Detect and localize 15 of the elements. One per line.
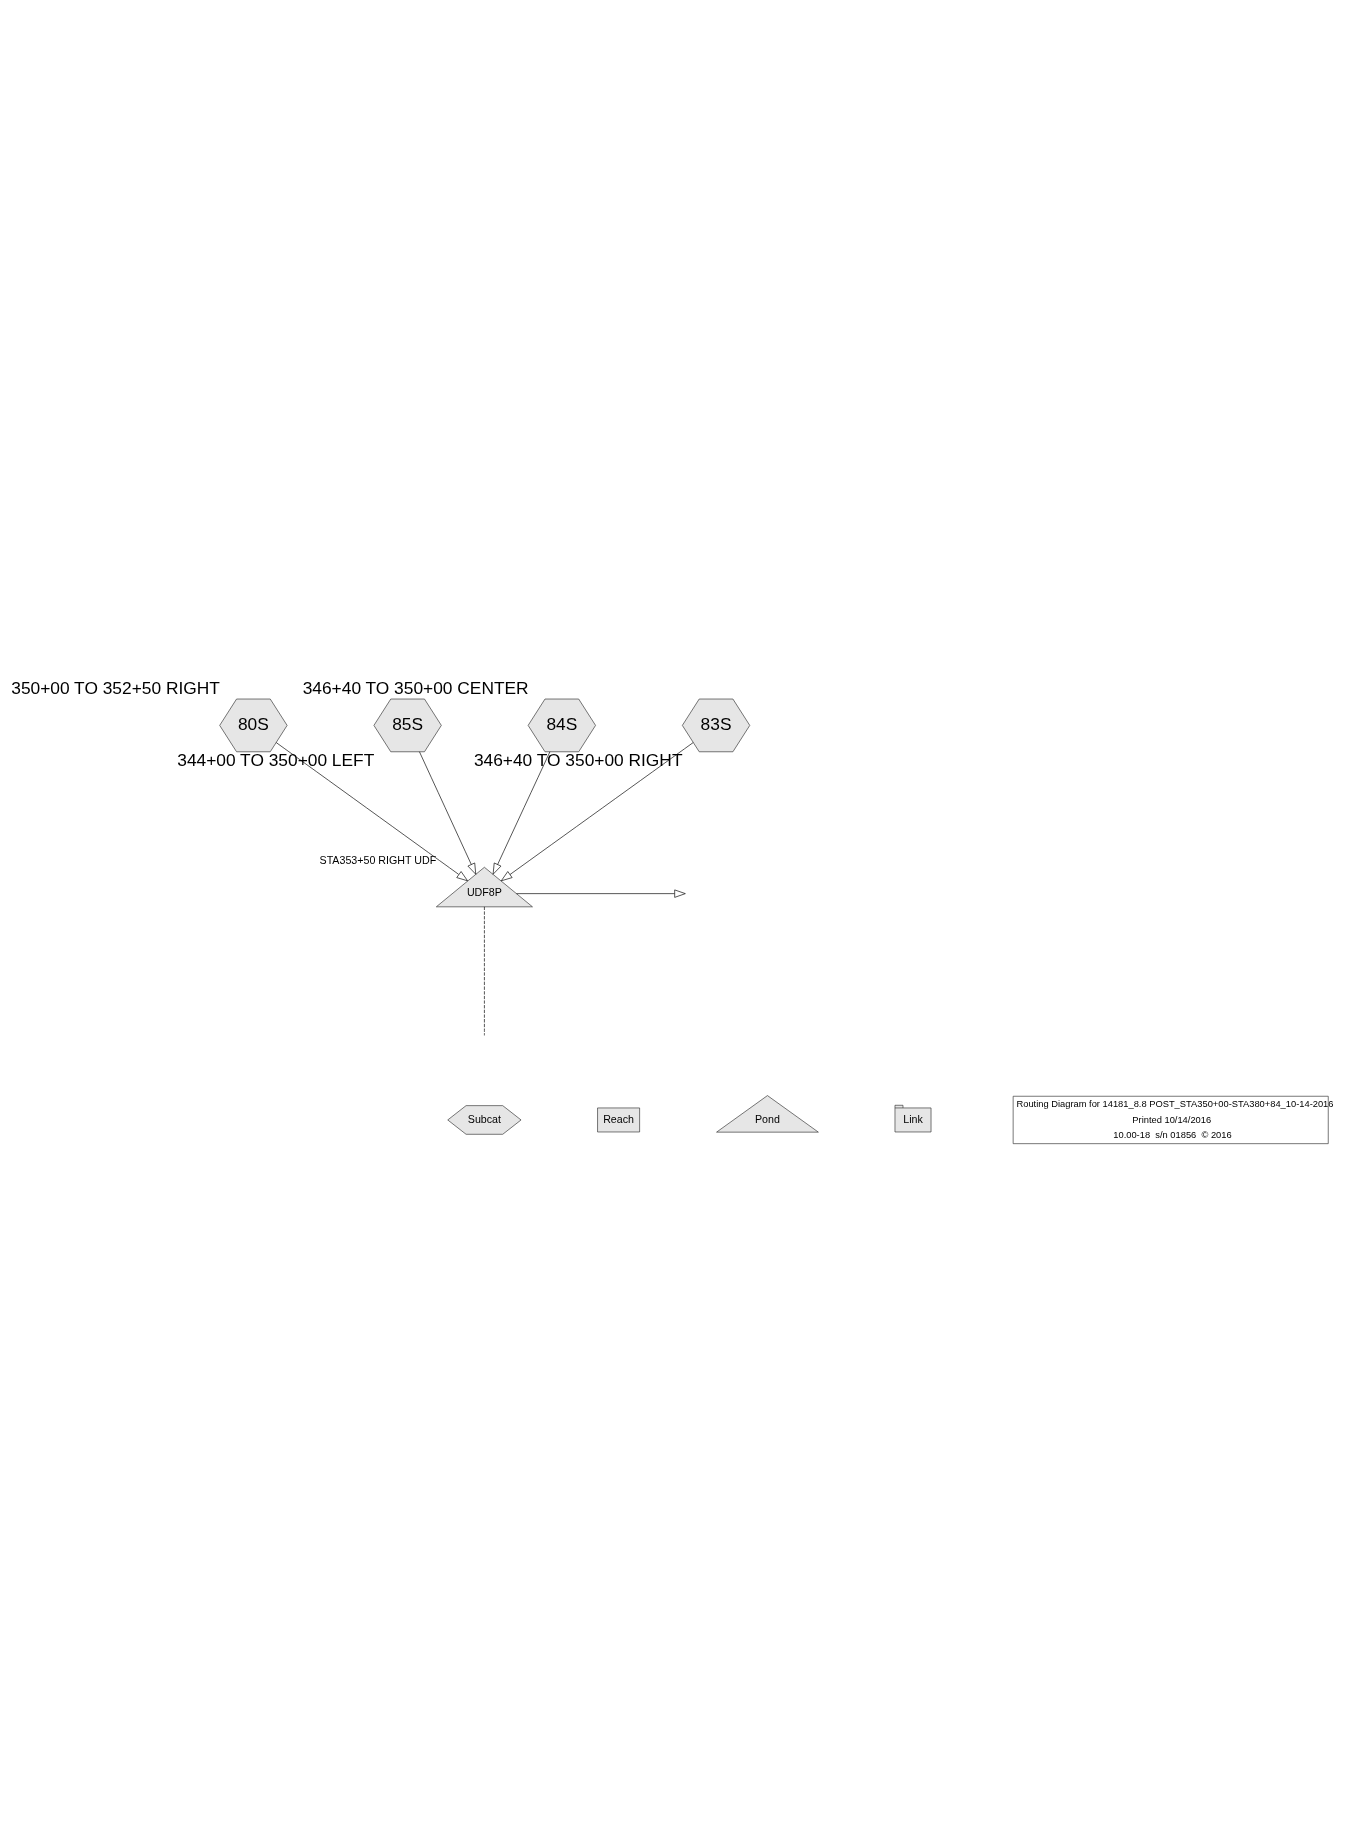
arrow xyxy=(275,741,468,881)
connector xyxy=(484,906,485,1036)
label: Routing Diagram for 14181_8.8 POST_STA350+00-STA380+84_10-14-2016 xyxy=(1016,1098,1334,1109)
arrow xyxy=(419,750,477,875)
label: 10.00-18 s/n 01856 © 2016 xyxy=(1113,1129,1232,1140)
arrow xyxy=(500,741,694,881)
node-label: 350+00 TO 352+50 RIGHT xyxy=(11,677,220,698)
label: Printed 10/14/2016 xyxy=(1132,1114,1212,1125)
node-label: 344+00 TO 350+00 LEFT xyxy=(177,749,375,770)
arrow xyxy=(492,750,551,875)
node-label: 346+40 TO 350+00 RIGHT xyxy=(473,749,683,770)
node-label: 346+40 TO 350+00 CENTER xyxy=(302,677,529,698)
node-box: Reach xyxy=(597,1107,640,1132)
node-label: STA353+50 RIGHT UDF xyxy=(319,853,437,866)
arrow xyxy=(516,889,686,898)
